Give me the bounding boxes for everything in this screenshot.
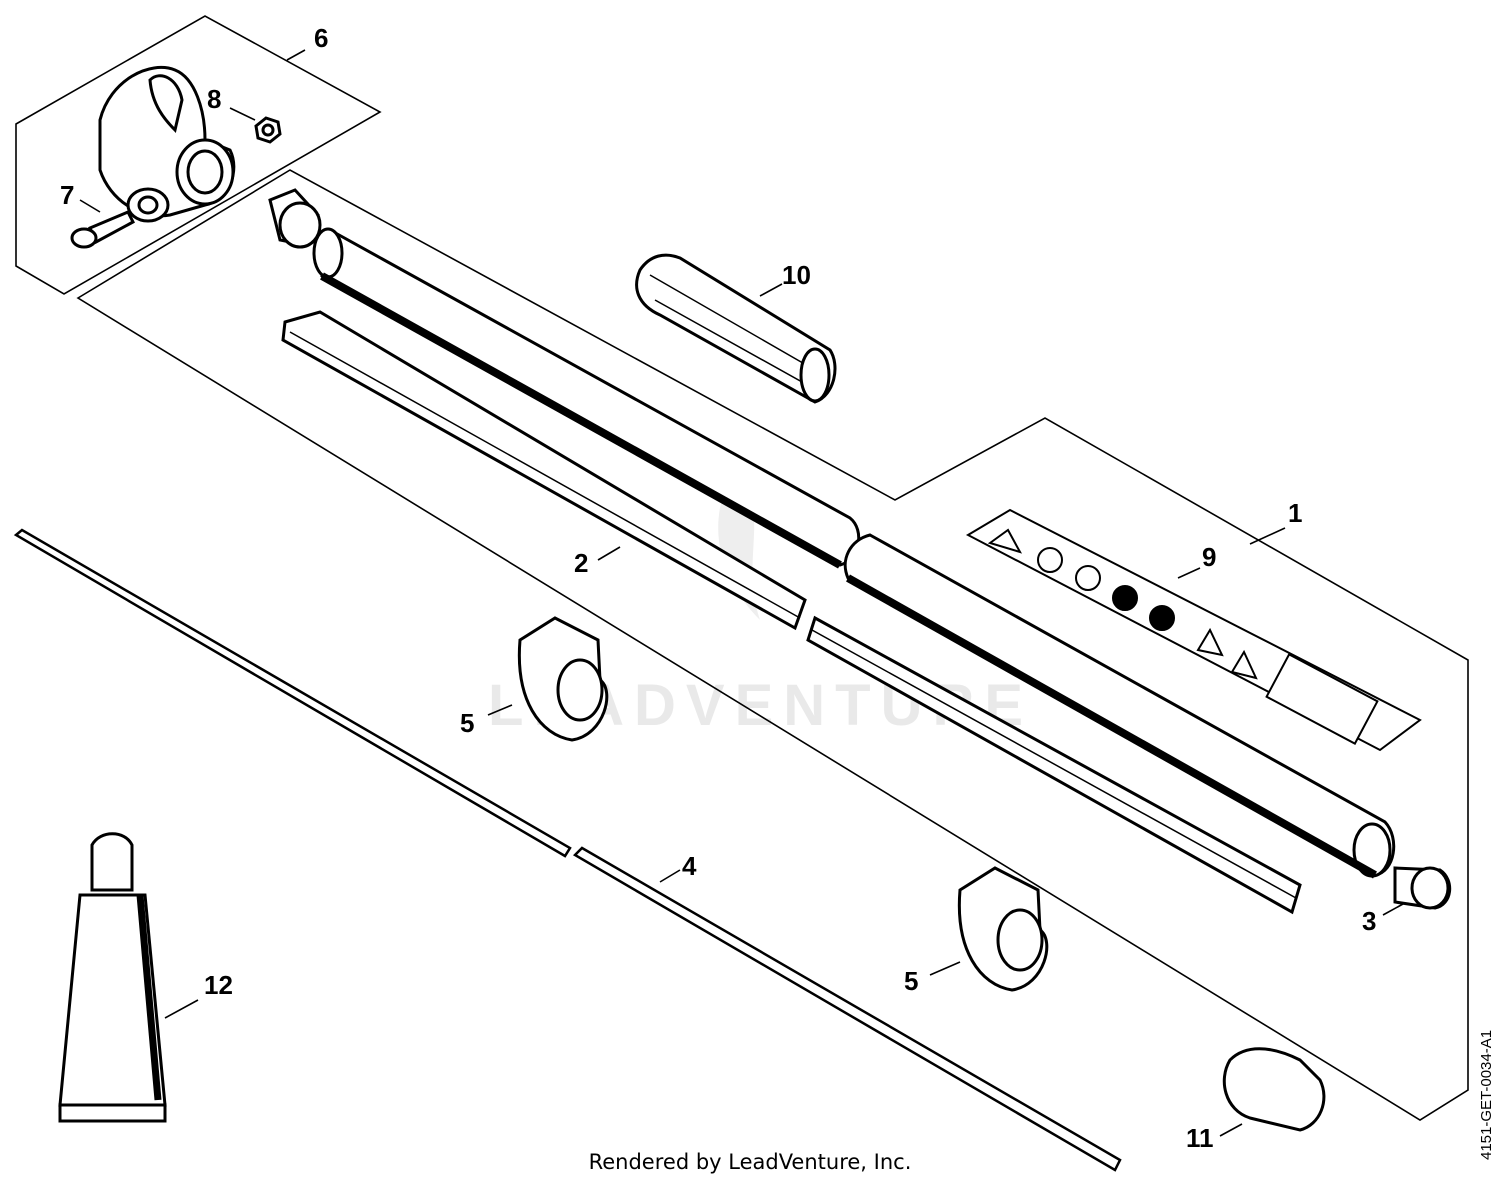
callout-8: 8 xyxy=(207,84,221,114)
footer-credit: Rendered by LeadVenture, Inc. xyxy=(588,1150,912,1174)
callout-10: 10 xyxy=(782,260,811,290)
leader-lines xyxy=(79,49,1404,1137)
clip-part-5-lower xyxy=(957,866,1049,992)
callout-5-upper: 5 xyxy=(460,708,474,738)
grease-tube-part-12 xyxy=(58,832,167,1123)
end-plug-right xyxy=(1393,866,1451,910)
drive-tube-part-1 xyxy=(312,227,1396,879)
callout-3: 3 xyxy=(1362,906,1376,936)
callout-7: 7 xyxy=(60,180,74,210)
nut-part-8 xyxy=(254,116,282,144)
group-outline-1 xyxy=(76,169,1469,1121)
document-number: 4151-GET-0034-A1 xyxy=(1478,1029,1495,1160)
drive-shaft-part-4 xyxy=(13,528,1122,1172)
liner-part-2 xyxy=(281,310,1302,915)
callout-2: 2 xyxy=(574,548,588,578)
callout-4: 4 xyxy=(682,851,697,881)
callout-11: 11 xyxy=(1186,1123,1214,1153)
callout-1: 1 xyxy=(1288,498,1302,528)
callout-12: 12 xyxy=(204,970,233,1000)
group-outline-6 xyxy=(15,15,382,295)
callout-6: 6 xyxy=(314,23,328,53)
callout-5-lower: 5 xyxy=(904,966,918,996)
clip-part-5-upper xyxy=(517,616,609,742)
callout-9: 9 xyxy=(1202,542,1216,572)
damper-part-10 xyxy=(635,253,837,404)
warning-decal-part-9 xyxy=(965,508,1422,752)
screw-part-7 xyxy=(70,210,135,249)
clamp-part-6 xyxy=(98,65,236,223)
cap-part-11 xyxy=(1222,1047,1326,1132)
end-plug-left xyxy=(268,188,322,249)
